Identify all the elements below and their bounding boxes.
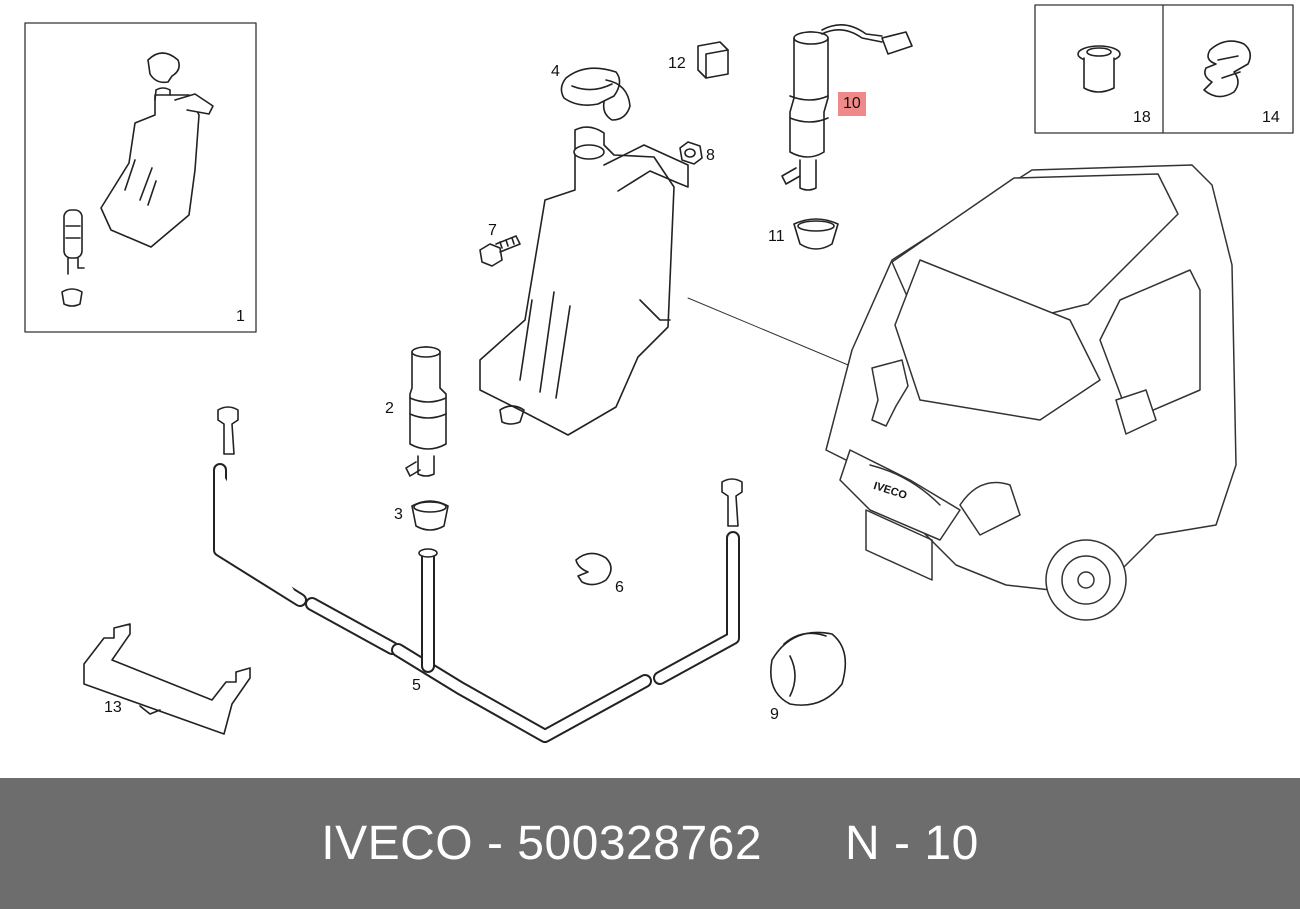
- nut: [679, 141, 703, 165]
- pump-grommet-11: [793, 218, 839, 250]
- washer-reservoir: [479, 126, 689, 436]
- callout-13: 13: [104, 699, 122, 716]
- callout-6: 6: [615, 579, 624, 596]
- callout-12: 12: [668, 55, 686, 72]
- rubber-grommet-9: [770, 631, 847, 706]
- callout-11: 11: [768, 228, 785, 245]
- callout-18: 18: [1133, 109, 1151, 126]
- part-number: 500328762: [517, 817, 763, 870]
- callout-3: 3: [394, 506, 403, 523]
- callout-5: 5: [412, 677, 421, 694]
- gap: [762, 816, 845, 871]
- callout-10-highlighted: 10: [838, 92, 866, 116]
- part-footer-text: IVECO - 500328762 N - 10: [0, 778, 1300, 909]
- parts-diagram: 1 2 3 4 5 6 7 8 9 10 11 12 13 14 18 IVEC…: [24, 4, 1294, 743]
- callout-14: 14: [1262, 109, 1280, 126]
- vehicle-outline: [825, 164, 1237, 621]
- relay: [697, 41, 729, 79]
- callout-9: 9: [770, 706, 779, 723]
- callout-8: 8: [706, 147, 715, 164]
- callout-1: 1: [236, 308, 245, 325]
- diagram-drawing: [24, 4, 1294, 743]
- position-prefix: N: [845, 817, 881, 870]
- washer-pump: [781, 24, 913, 191]
- separator-2: -: [880, 817, 925, 870]
- mounting-bracket: [83, 623, 251, 735]
- part-footer-bar: IVECO - 500328762 N - 10: [0, 778, 1300, 909]
- washer-pump-2: [405, 346, 447, 477]
- hose-clip: [575, 552, 612, 586]
- inset-box-clips: [1034, 4, 1294, 134]
- brand-name: IVECO: [321, 817, 474, 870]
- callout-2: 2: [385, 400, 394, 417]
- filler-cap: [560, 67, 631, 121]
- callout-4: 4: [551, 63, 560, 80]
- inset-box-assembly: [24, 22, 257, 333]
- callout-7: 7: [488, 222, 497, 239]
- hose-assembly: [213, 406, 743, 743]
- separator: -: [473, 817, 518, 870]
- position-number: 10: [924, 817, 979, 870]
- grommet-3: [411, 500, 449, 531]
- bolt: [479, 235, 521, 267]
